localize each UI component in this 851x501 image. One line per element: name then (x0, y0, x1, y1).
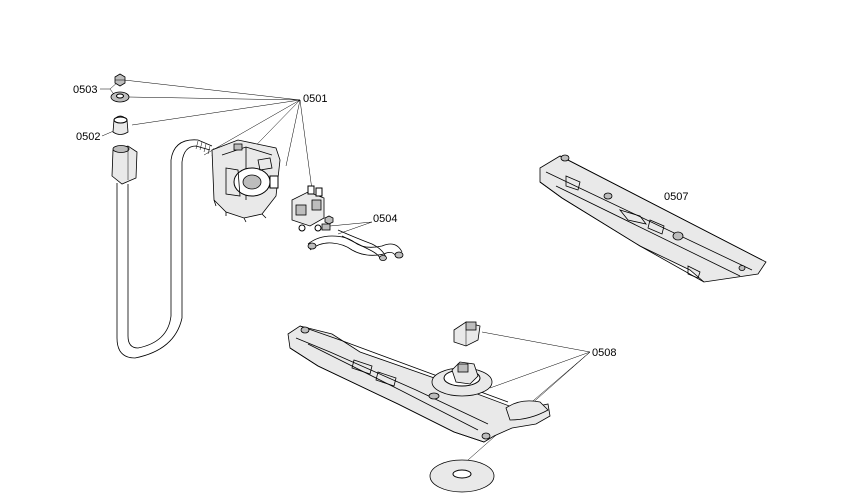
part-0503-nut (114, 73, 126, 87)
label-0502: 0502 (76, 131, 100, 143)
part-0504-hose (307, 223, 404, 261)
part-0507-rail (539, 154, 767, 283)
label-0501: 0501 (303, 93, 327, 105)
label-0503: 0503 (73, 84, 97, 96)
label-0504: 0504 (373, 213, 397, 225)
label-0507: 0507 (664, 191, 688, 203)
part-labels: 0503 0502 0501 0504 0507 0508 (73, 84, 688, 359)
part-0508-spray-arm (287, 325, 551, 443)
part-0501-pump-assembly (211, 139, 281, 223)
part-0502-cap (112, 115, 129, 135)
part-0503-washer (110, 91, 130, 103)
inlet-hose (111, 139, 215, 359)
part-0508-connector (453, 321, 481, 347)
part-0508-disc (429, 459, 495, 493)
label-0508: 0508 (592, 347, 616, 359)
part-0501-valve (291, 185, 334, 232)
